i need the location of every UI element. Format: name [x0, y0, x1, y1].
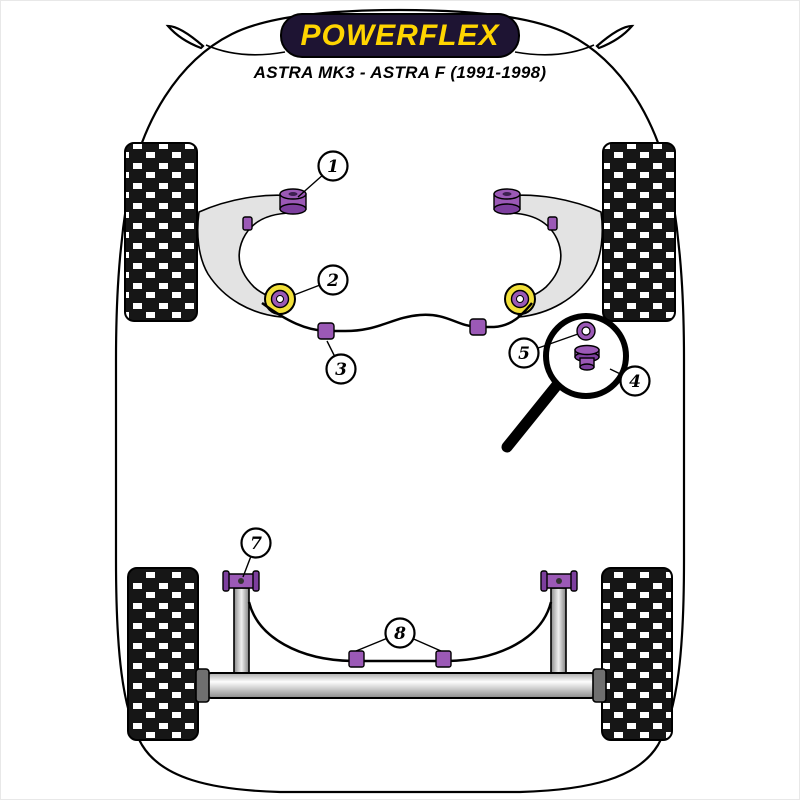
rear-trailing-arm-right: [550, 587, 567, 679]
page-title: ASTRA MK3 - ASTRA F (1991-1998): [253, 63, 547, 82]
tire-rear-right: [601, 567, 673, 741]
svg-text:1: 1: [327, 157, 339, 177]
rear-mount-bushing-left: [222, 570, 260, 592]
rear-bar-bush-left: [348, 650, 365, 668]
magnifier-handle: [501, 379, 563, 453]
callout-7: 7: [240, 527, 272, 578]
tire-rear-left: [127, 567, 199, 741]
callout-1: 1: [297, 150, 349, 198]
mirror-right: [595, 24, 635, 50]
rear-trailing-arm-left: [233, 587, 250, 679]
hood-line-right: [514, 44, 595, 56]
callout-2: 2: [293, 264, 349, 296]
svg-text:8: 8: [393, 624, 406, 644]
mirror-left: [165, 24, 205, 50]
arm-clip-left: [242, 216, 253, 231]
tire-front-right: [602, 142, 676, 322]
svg-text:7: 7: [250, 534, 262, 554]
front-lower-bushing-left: [264, 283, 296, 315]
magnified-bushing: [574, 344, 600, 371]
powerflex-logo: POWERFLEX: [280, 13, 520, 58]
callout-3: 3: [325, 340, 357, 385]
callout-5: 5: [508, 333, 579, 369]
anti-roll-bar: [261, 301, 533, 333]
callout-8: 8: [355, 617, 442, 652]
svg-text:5: 5: [518, 344, 530, 364]
svg-text:3: 3: [335, 360, 347, 380]
callout-4: 4: [609, 365, 651, 397]
front-lower-bushing-right: [504, 283, 536, 315]
front-upper-bushing-right: [493, 188, 521, 215]
front-control-arm-left: [196, 188, 307, 318]
tire-front-left: [124, 142, 198, 322]
front-upper-bushing-left: [279, 188, 307, 215]
arb-bush-right: [469, 318, 487, 336]
rear-axle-cap-right: [592, 668, 607, 703]
arb-bush-left: [317, 322, 335, 340]
rear-axle-beam: [205, 672, 597, 699]
logo-band: [280, 13, 520, 58]
rear-mount-bushing-right: [540, 570, 578, 592]
magnified-top-ring: [576, 321, 596, 341]
svg-text:4: 4: [629, 372, 641, 392]
hood-line-left: [205, 44, 286, 56]
front-control-arm-right: [493, 188, 604, 318]
rear-suspension: [195, 570, 607, 703]
brand-text: POWERFLEX: [300, 19, 500, 52]
rear-axle-cap-left: [195, 668, 210, 703]
rear-anti-roll-bar: [247, 601, 553, 663]
svg-text:2: 2: [326, 271, 339, 291]
rear-bar-bush-right: [435, 650, 452, 668]
magnifier-icon: [501, 313, 629, 453]
arm-clip-right: [547, 216, 558, 231]
